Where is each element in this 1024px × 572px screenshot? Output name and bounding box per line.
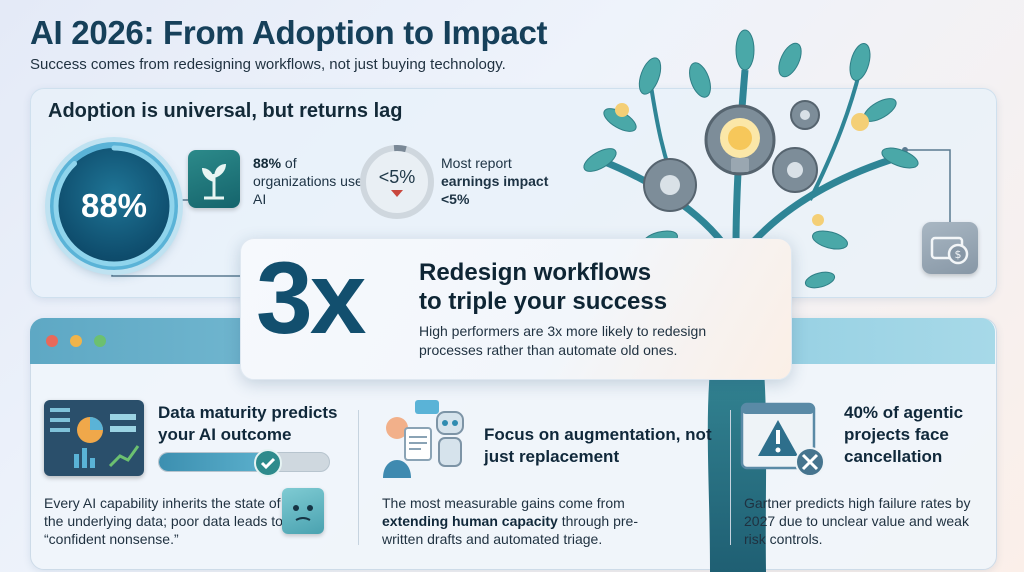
feature-body: High performers are 3x more likely to re… — [419, 323, 707, 358]
window-minimize-dot — [70, 335, 82, 347]
adoption-ring-value: 88% — [80, 187, 148, 224]
data-maturity-progress — [158, 452, 330, 472]
earnings-ring-arc — [360, 145, 434, 219]
feature-card — [240, 238, 792, 380]
page-title: AI 2026: From Adoption to Impact — [30, 14, 548, 51]
svg-text:$: $ — [955, 248, 962, 261]
earnings-ring: <5% — [360, 145, 434, 219]
cancellation-title: 40% of agentic projects face cancellatio… — [844, 403, 964, 466]
augmentation-title: Focus on augmentation, not just replacem… — [484, 425, 712, 466]
check-icon — [254, 449, 282, 477]
down-arrow-icon — [391, 190, 403, 197]
plant-icon — [188, 150, 240, 208]
augmentation-body: The most measurable gains come from exte… — [382, 495, 638, 547]
feature-big-value: 3x — [256, 241, 366, 355]
data-maturity-title: Data maturity predicts your AI outcome — [158, 403, 338, 444]
column-divider — [730, 410, 731, 545]
window-close-dot — [46, 335, 58, 347]
money-icon: $ — [922, 222, 978, 274]
data-maturity-body: Every AI capability inherits the state o… — [44, 495, 283, 547]
earnings-stat: Most report earnings impact <5% — [441, 155, 549, 207]
progress-fill — [159, 453, 282, 471]
adoption-heading: Adoption is universal, but returns lag — [48, 100, 403, 122]
data-cube-icon — [282, 488, 324, 534]
robot-assistant-icon — [383, 400, 464, 478]
cancellation-body: Gartner predicts high failure rates by 2… — [744, 495, 971, 547]
earnings-ring-value: <5% — [378, 167, 416, 187]
adoption-ring-arc — [53, 145, 175, 267]
dashboard-icon — [44, 400, 144, 476]
adoption-stat: 88% of organizations use AI — [253, 155, 363, 207]
page-subtitle: Success comes from redesigning workflows… — [30, 56, 506, 73]
window-maximize-dot — [94, 335, 106, 347]
column-divider — [358, 410, 359, 545]
warning-icon — [740, 402, 825, 477]
